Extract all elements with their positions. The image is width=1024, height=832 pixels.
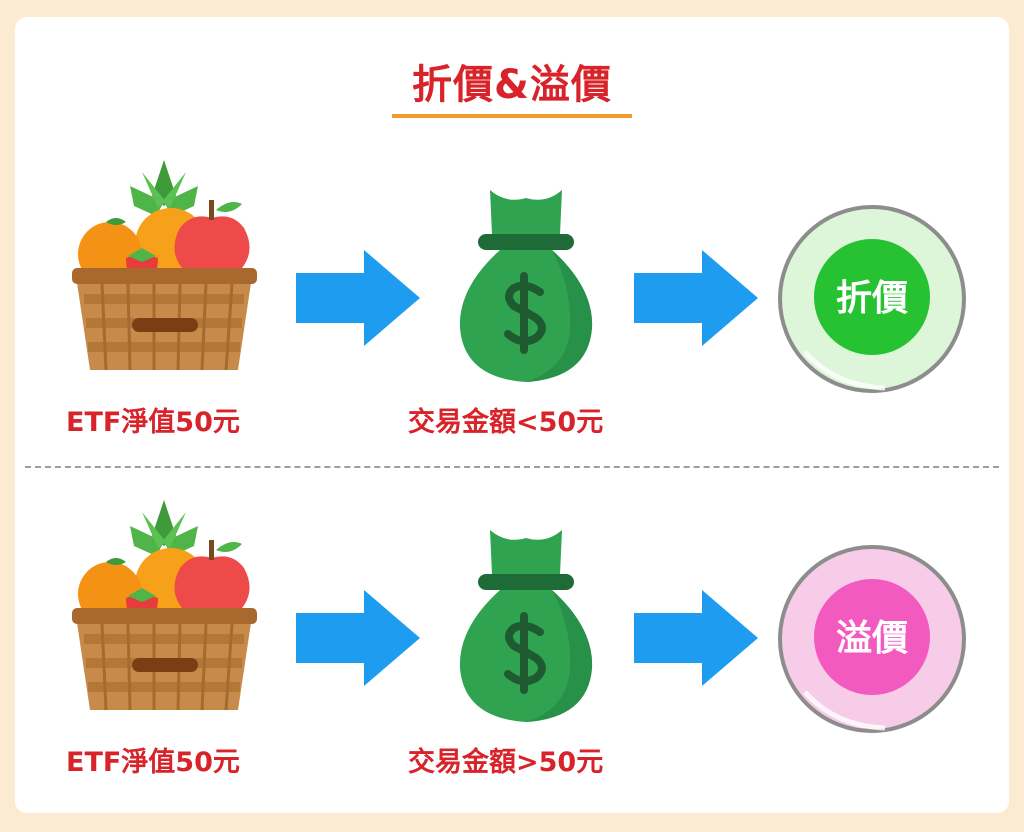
arrow-right-icon [296, 590, 420, 686]
fruit-basket-icon [72, 500, 257, 711]
page-title: 折價&溢價 [412, 62, 612, 108]
arrow-right-icon [634, 590, 758, 686]
section-divider [25, 466, 999, 468]
bag-label: 交易金額>50元 [408, 747, 604, 778]
arrow-right-icon [634, 250, 758, 346]
premium-badge: 溢價 [778, 545, 966, 733]
premium-badge-label: 溢價 [836, 618, 908, 659]
basket-label: ETF淨值50元 [66, 747, 240, 778]
premium-row: 溢價 ETF淨值50元 交易金額>50元 [0, 490, 1024, 820]
discount-row: 折價 ETF淨值50元 交易金額<50元 [0, 150, 1024, 480]
arrow-right-icon [296, 250, 420, 346]
money-bag-icon [459, 530, 593, 722]
dollar-sign-icon [504, 272, 546, 354]
basket-label: ETF淨值50元 [66, 407, 240, 438]
discount-badge: 折價 [778, 205, 966, 393]
money-bag-icon [459, 190, 593, 382]
title-underline [392, 114, 632, 118]
dollar-sign-icon [504, 612, 546, 694]
bag-label: 交易金額<50元 [408, 407, 604, 438]
fruit-basket-icon [72, 160, 257, 371]
discount-badge-label: 折價 [836, 278, 908, 319]
